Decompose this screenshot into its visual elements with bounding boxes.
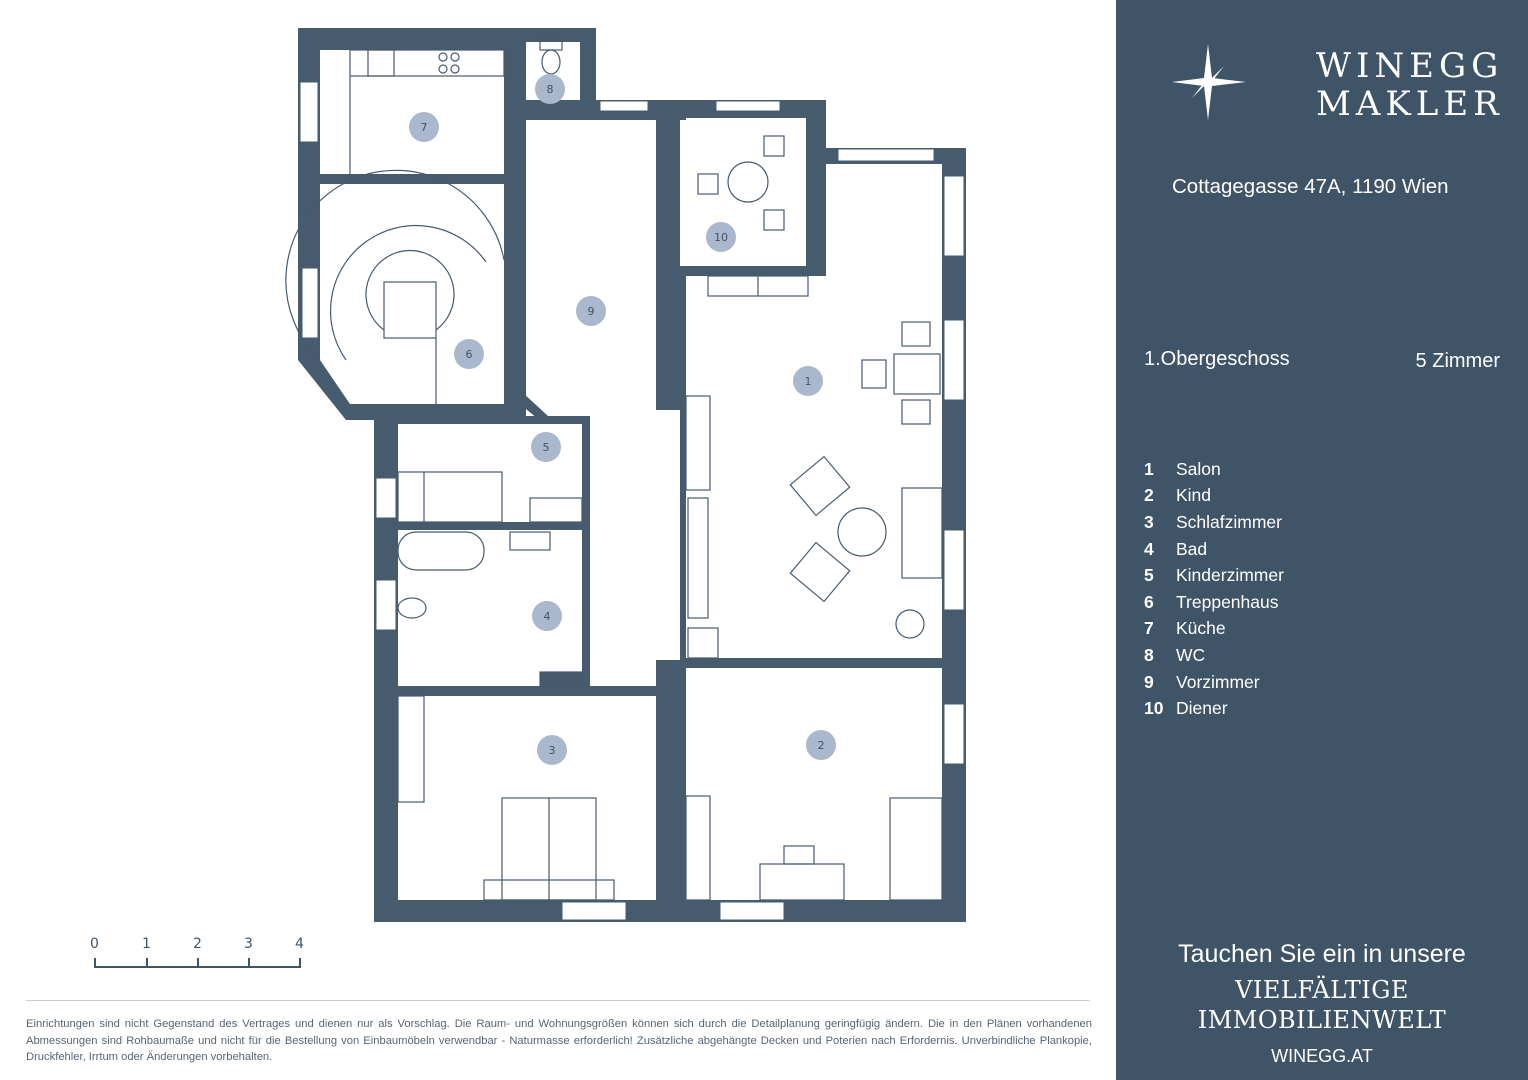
scale-label: 0 bbox=[90, 936, 99, 952]
room-number-3: 3 bbox=[549, 744, 556, 757]
scale-tick bbox=[248, 958, 250, 968]
disclaimer-text: Einrichtungen sind nicht Gegenstand des … bbox=[26, 1018, 1092, 1063]
scale-tick bbox=[146, 958, 148, 968]
room-markers: 1 2 3 4 5 6 7 8 9 10 bbox=[409, 74, 836, 765]
scale-label: 1 bbox=[142, 936, 151, 952]
floor-plan-area: 1 2 3 4 5 6 7 8 9 10 0 1 2 3 4 Einrichtu… bbox=[26, 28, 1092, 1063]
room-number-10: 10 bbox=[714, 231, 728, 244]
room-marker-5 bbox=[531, 432, 561, 462]
divider bbox=[26, 1000, 1090, 1001]
address: Cottagegasse 47A, 1190 Wien bbox=[1172, 175, 1449, 198]
brand-line-1: WINEGG bbox=[1316, 46, 1504, 86]
room-marker-4 bbox=[532, 601, 562, 631]
room-marker-10 bbox=[706, 222, 736, 252]
floor-label: 1.Obergeschoss bbox=[1144, 348, 1290, 370]
room-number-4: 4 bbox=[544, 610, 551, 623]
windows bbox=[299, 81, 965, 921]
rooms-count: 5 Zimmer bbox=[1415, 350, 1500, 372]
scale-label: 3 bbox=[244, 936, 253, 952]
room-marker-9 bbox=[576, 296, 606, 326]
room-number-8: 8 bbox=[547, 83, 554, 96]
scale-tick bbox=[299, 958, 301, 968]
fixtures bbox=[285, 39, 943, 901]
room-marker-6 bbox=[454, 339, 484, 369]
scale-tick bbox=[197, 958, 199, 968]
floor-plan-drawing: 1 2 3 4 5 6 7 8 9 10 bbox=[285, 28, 966, 922]
room-number-7: 7 bbox=[421, 121, 428, 134]
room-marker-1 bbox=[793, 366, 823, 396]
compass-star-icon bbox=[1172, 44, 1246, 120]
scale-tick bbox=[94, 958, 96, 968]
scale-bar: 0 1 2 3 4 bbox=[80, 936, 320, 984]
headline-line-1: VIELFÄLTIGE bbox=[1235, 976, 1409, 1004]
brand-line-2: MAKLER bbox=[1316, 84, 1504, 124]
tagline: Tauchen Sie ein in unsere bbox=[1178, 940, 1466, 968]
headline-line-2: IMMOBILIENWELT bbox=[1197, 1006, 1447, 1034]
brand-logo: WINEGG MAKLER bbox=[1172, 44, 1499, 124]
scale-label: 4 bbox=[295, 936, 304, 952]
room-number-9: 9 bbox=[588, 305, 595, 318]
room-marker-7 bbox=[409, 112, 439, 142]
walls bbox=[298, 28, 966, 922]
room-number-6: 6 bbox=[466, 348, 473, 361]
room-marker-8 bbox=[535, 74, 565, 104]
room-number-5: 5 bbox=[543, 441, 550, 454]
info-sidebar: WINEGG MAKLER Cottagegasse 47A, 1190 Wie… bbox=[1116, 0, 1528, 1080]
room-marker-2 bbox=[806, 730, 836, 760]
room-number-1: 1 bbox=[805, 375, 812, 388]
scale-label: 2 bbox=[193, 936, 202, 952]
website-link[interactable]: WINEGG.AT bbox=[1271, 1046, 1373, 1066]
room-number-2: 2 bbox=[818, 739, 825, 752]
room-marker-3 bbox=[537, 735, 567, 765]
